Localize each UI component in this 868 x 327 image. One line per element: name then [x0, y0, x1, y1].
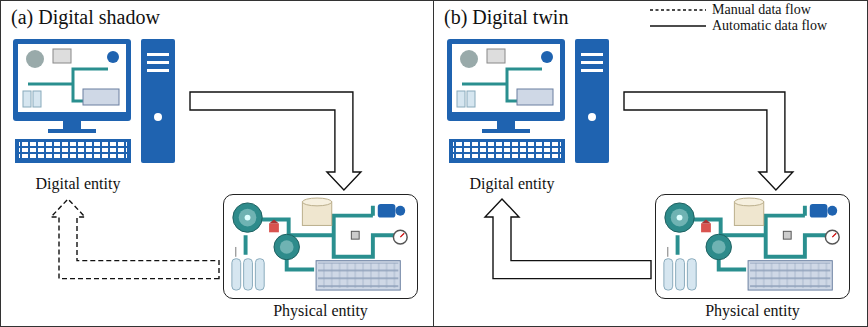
panel-title: (b) Digital twin: [444, 6, 568, 29]
plant-illustration: [226, 196, 414, 296]
dashed-line-sample: [650, 2, 706, 18]
panel-title: (a) Digital shadow: [11, 6, 160, 29]
automatic-flow-arrow: [190, 92, 361, 190]
computer-icon: Digital entity: [13, 39, 178, 193]
solid-line-sample: [650, 18, 706, 34]
entity-label: Physical entity: [655, 302, 850, 320]
computer-illustration: [447, 39, 612, 169]
legend-text: Manual data flow: [712, 2, 811, 18]
automatic-flow-arrow: [624, 92, 793, 190]
physical-entity: Physical entity: [223, 194, 418, 320]
plant-box: [223, 194, 418, 299]
physical-entity: Physical entity: [655, 194, 850, 320]
panel-frame: (b) Digital twinDigital entityPhysical e…: [433, 0, 868, 327]
entity-label: Digital entity: [13, 175, 143, 193]
computer-icon: Digital entity: [447, 39, 612, 193]
manual-flow-arrow: [51, 199, 219, 279]
entity-label: Digital entity: [447, 175, 577, 193]
entity-label: Physical entity: [223, 302, 418, 320]
legend-text: Automatic data flow: [712, 18, 827, 34]
plant-illustration: [658, 196, 846, 296]
automatic-flow-arrow: [485, 199, 651, 279]
panel-frame: (a) Digital shadowDigital entityPhysical…: [0, 0, 434, 327]
plant-box: [655, 194, 850, 299]
computer-illustration: [13, 39, 178, 169]
